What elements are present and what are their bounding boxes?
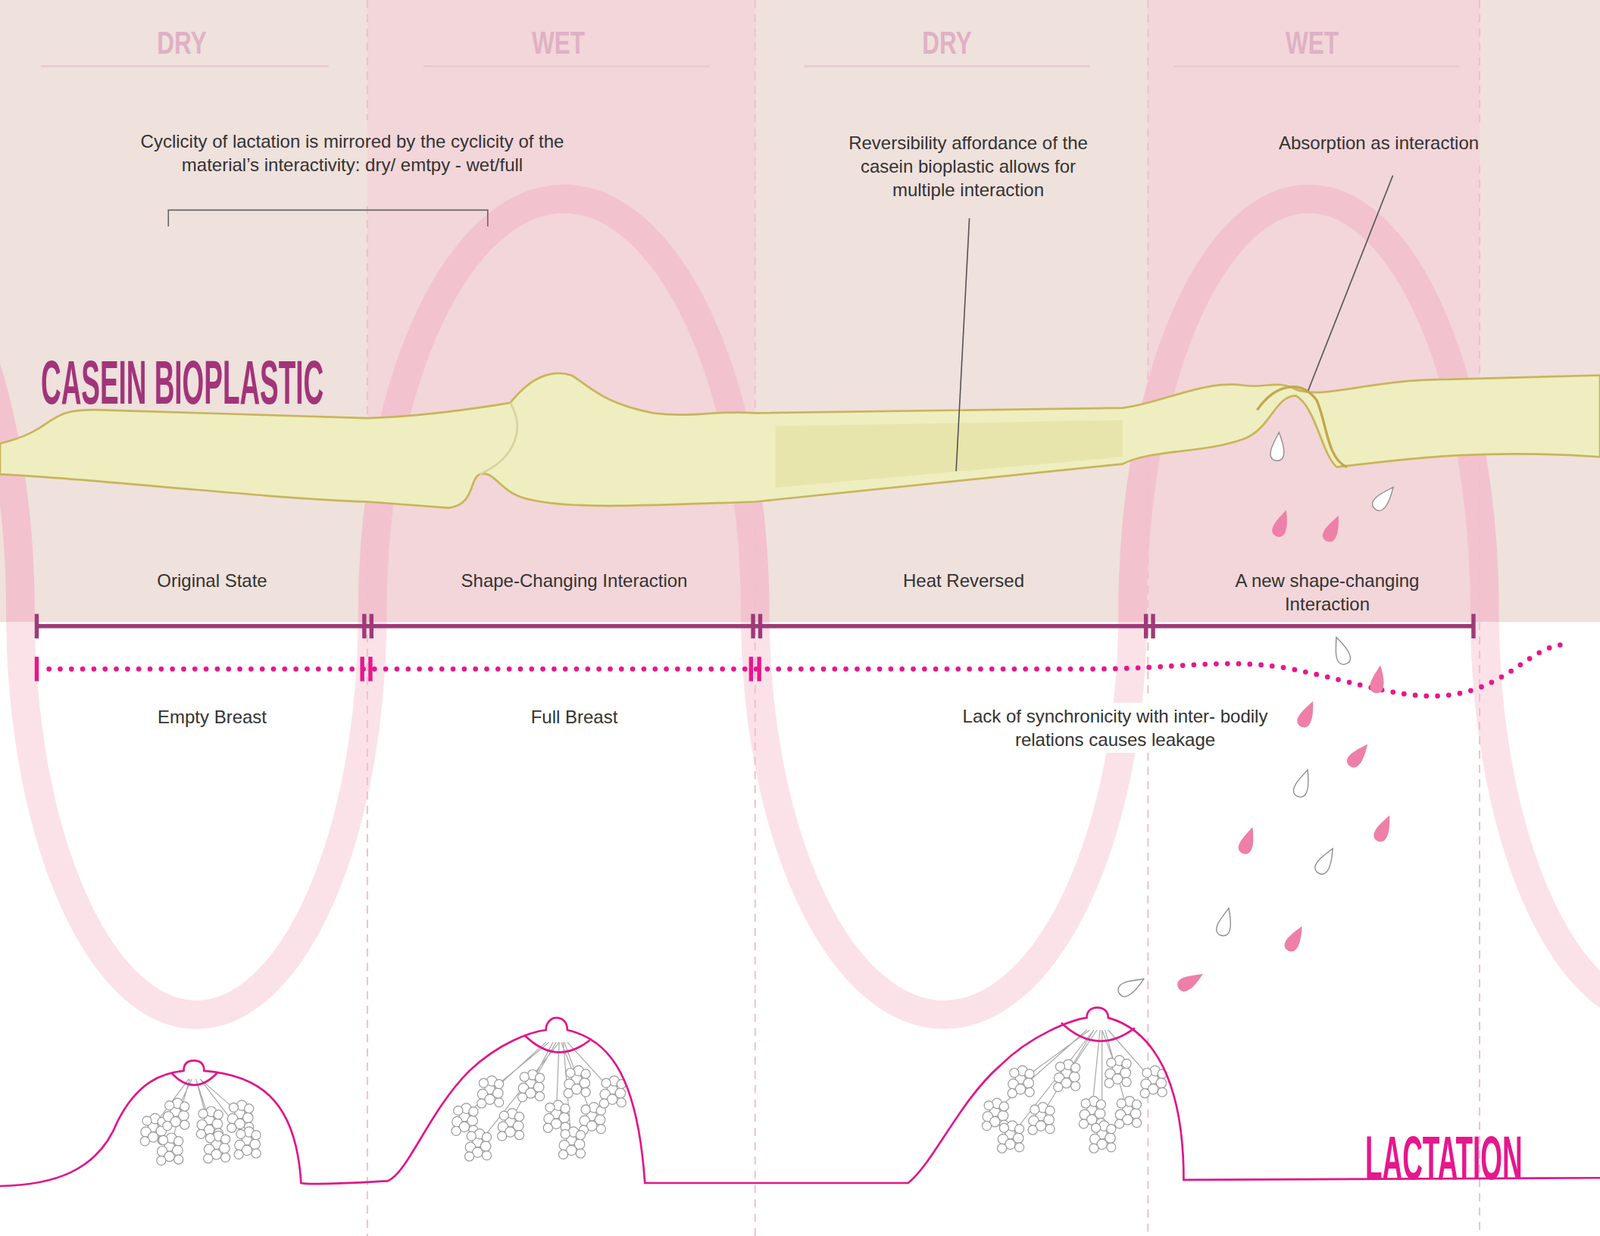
phase-header: WET	[1284, 27, 1341, 60]
header-rule	[40, 65, 1460, 68]
section-title: LACTATION	[1365, 1127, 1523, 1190]
phase-divider	[367, 0, 1480, 1236]
bracket	[168, 209, 488, 227]
phase-header: DRY	[153, 27, 211, 60]
stage-label: Original State	[98, 568, 326, 593]
stage-label: A new shape-changing Interaction	[1209, 568, 1445, 616]
lactation-timeline	[36, 644, 1563, 697]
leader-line	[956, 175, 1393, 472]
stage-label: Shape-Changing Interaction	[415, 568, 734, 593]
section-title: CASEIN BIOPLASTIC	[40, 351, 324, 414]
breast-outline	[0, 1007, 1600, 1187]
phase-header: DRY	[918, 27, 976, 60]
top-ground	[0, 0, 1600, 622]
material-timeline	[36, 614, 1473, 639]
breast-glands	[140, 1030, 1167, 1166]
phase-header: WET	[530, 27, 588, 60]
stage-label: Empty Breast	[98, 705, 326, 729]
stage-label: Full Breast	[460, 705, 688, 729]
annotation: Cyclicity of lactation is mirrored by th…	[140, 129, 565, 177]
stage-label: Heat Reversed	[850, 568, 1078, 593]
annotation: Reversibility affordance of the casein b…	[839, 131, 1097, 202]
annotation: Absorption as interaction	[1253, 131, 1504, 155]
cycle-wave	[0, 199, 1600, 1016]
annotation: Lack of synchronicity with inter- bodily…	[953, 703, 1278, 754]
